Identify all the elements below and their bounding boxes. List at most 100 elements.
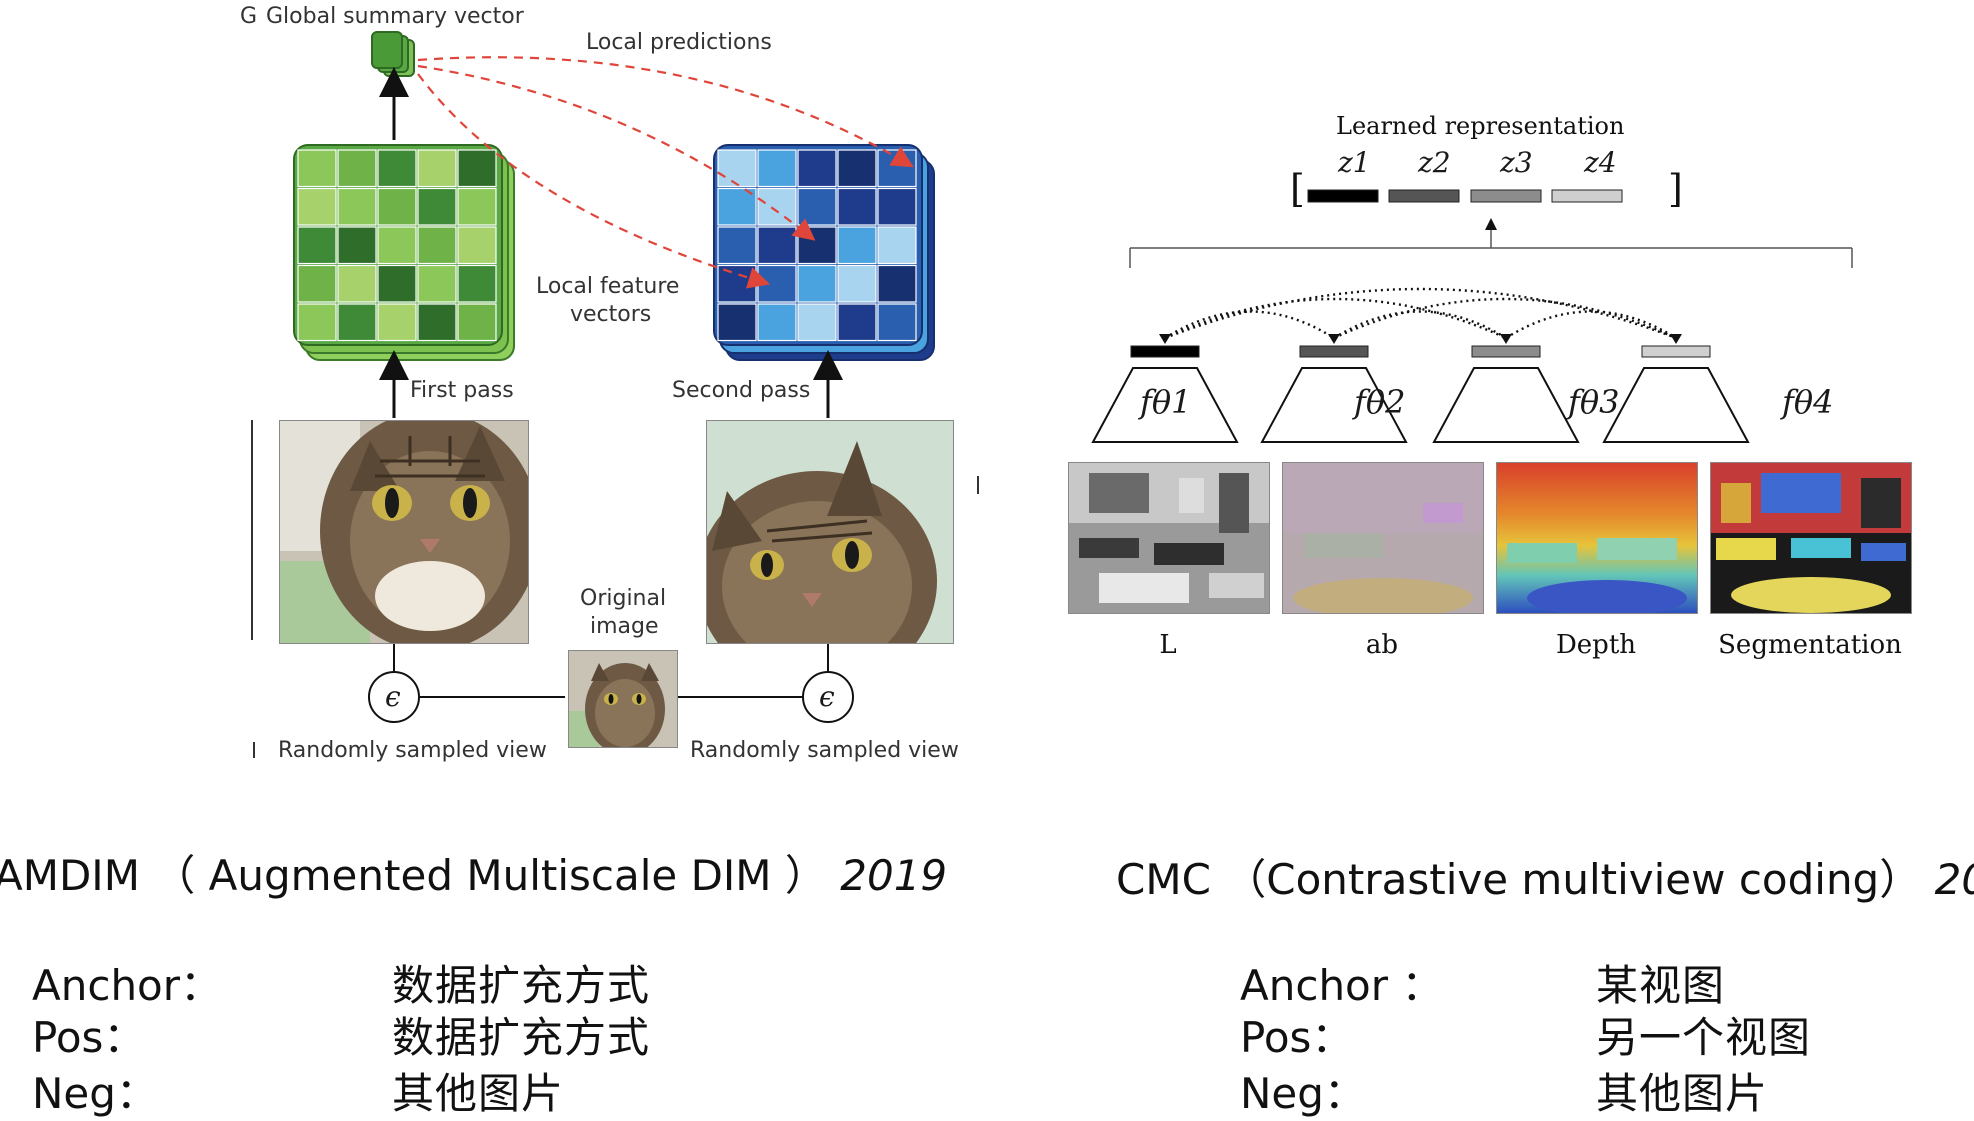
cat-view-left-image xyxy=(279,420,529,644)
green-grid-cell xyxy=(457,226,497,265)
cmc-pos-key: Pos： xyxy=(1240,1013,1354,1062)
amdim-anchor-value: 数据扩充方式 xyxy=(392,961,651,1010)
amdim-caption: AMDIM （ Augmented Multiscale DIM ） 2019 xyxy=(0,842,947,903)
second-pass-feature-grid xyxy=(713,144,935,361)
representation-bar-3 xyxy=(1470,189,1542,203)
blue-grid-cell xyxy=(757,264,797,303)
representation-bar-1 xyxy=(1307,189,1379,203)
blue-grid-cell xyxy=(837,264,877,303)
green-grid-cell xyxy=(297,264,337,303)
amdim-caption-year: 2019 xyxy=(840,851,948,900)
green-grid-cell xyxy=(457,149,497,188)
amdim-caption-title: AMDIM （ Augmented Multiscale DIM ） xyxy=(0,851,827,900)
blue-grid-cell xyxy=(797,264,837,303)
z1-label: z1 xyxy=(1338,146,1371,179)
blue-grid-cell xyxy=(717,264,757,303)
z2-label: z2 xyxy=(1418,146,1451,179)
modality-segmentation-image xyxy=(1710,462,1912,614)
svg-text:[: [ xyxy=(1290,167,1305,211)
blue-grid-cell xyxy=(797,226,837,265)
blue-grid-cell xyxy=(757,226,797,265)
blue-grid-cell xyxy=(757,149,797,188)
encoder-label-3: fθ3 xyxy=(1568,383,1620,421)
encoder-trapezoid-3 xyxy=(1432,367,1580,443)
green-grid-cell xyxy=(457,264,497,303)
view-left-label: Randomly sampled view xyxy=(278,738,547,763)
green-grid-cell xyxy=(377,149,417,188)
local-feature-label-1: Local feature xyxy=(536,274,680,299)
modality-label-L: L xyxy=(1159,630,1177,660)
blue-grid-cell xyxy=(757,303,797,342)
blue-grid-cell xyxy=(837,187,877,226)
contrastive-links xyxy=(1164,287,1677,340)
green-grid-cell xyxy=(337,187,377,226)
green-grid-cell xyxy=(417,149,457,188)
epsilon-left-node xyxy=(368,671,420,723)
encoder-label-2: fθ2 xyxy=(1354,383,1406,421)
cmc-caption-year: 2018 xyxy=(1934,855,1974,904)
global-summary-prefix: G xyxy=(240,4,258,29)
blue-grid-cell xyxy=(877,226,917,265)
cmc-diagram: [ ] xyxy=(1091,167,1853,443)
blue-grid-cell xyxy=(797,187,837,226)
modality-label-ab: ab xyxy=(1365,630,1399,660)
learned-representation-label: Learned representation xyxy=(1336,112,1625,140)
cmc-caption-title: CMC （Contrastive multiview coding） xyxy=(1116,855,1922,904)
blue-grid-cell xyxy=(717,226,757,265)
amdim-neg-value: 其他图片 xyxy=(392,1069,565,1118)
cmc-anchor-value: 某视图 xyxy=(1596,961,1726,1010)
encoder-output-bar-4 xyxy=(1641,345,1711,358)
representation-bar-4 xyxy=(1551,189,1623,203)
green-grid-cell xyxy=(337,226,377,265)
encoder-output-bar-2 xyxy=(1299,345,1369,358)
blue-grid-cell xyxy=(797,303,837,342)
amdim-pos-value: 数据扩充方式 xyxy=(392,1013,651,1062)
z3-label: z3 xyxy=(1500,146,1533,179)
cmc-neg-key: Neg： xyxy=(1240,1069,1366,1118)
encoder-label-1: fθ1 xyxy=(1140,383,1192,421)
encoder-output-bar-1 xyxy=(1130,345,1200,358)
encoder-trapezoid-2 xyxy=(1260,367,1408,443)
encoder-trapezoid-1 xyxy=(1091,367,1239,443)
blue-grid-cell xyxy=(877,303,917,342)
green-grid-cell xyxy=(457,187,497,226)
modality-ab-image xyxy=(1282,462,1484,614)
local-feature-label-2: vectors xyxy=(570,302,652,327)
svg-text:]: ] xyxy=(1668,167,1683,211)
blue-grid-cell xyxy=(717,187,757,226)
blue-grid-cell xyxy=(717,149,757,188)
green-grid-cell xyxy=(377,303,417,342)
green-grid-cell xyxy=(417,187,457,226)
encoder-output-bar-3 xyxy=(1471,345,1541,358)
blue-grid-cell xyxy=(877,264,917,303)
green-grid-cell xyxy=(457,303,497,342)
global-summary-vector-icon xyxy=(371,31,415,77)
green-grid-cell xyxy=(337,264,377,303)
green-grid-cell xyxy=(297,187,337,226)
modality-label-segmentation: Segmentation xyxy=(1718,630,1902,660)
green-grid-cell xyxy=(377,264,417,303)
modality-label-depth: Depth xyxy=(1555,630,1637,660)
encoder-label-4: fθ4 xyxy=(1782,383,1834,421)
cmc-pos-value: 另一个视图 xyxy=(1596,1013,1812,1062)
blue-grid-cell xyxy=(837,226,877,265)
original-image xyxy=(568,650,678,748)
green-grid-cell xyxy=(297,149,337,188)
green-grid-cell xyxy=(417,303,457,342)
green-grid-cell xyxy=(417,226,457,265)
first-pass-label: First pass xyxy=(410,378,514,403)
local-predictions-label: Local predictions xyxy=(586,30,772,55)
original-image-label-1: Original xyxy=(580,586,667,611)
view-right-label: Randomly sampled view xyxy=(690,738,959,763)
green-grid-cell xyxy=(297,226,337,265)
local-predictions-arrows xyxy=(417,56,914,289)
cmc-anchor-key: Anchor ： xyxy=(1240,961,1444,1010)
cmc-neg-value: 其他图片 xyxy=(1596,1069,1769,1118)
blue-grid-cell xyxy=(757,187,797,226)
modality-depth-image xyxy=(1496,462,1698,614)
amdim-diagram xyxy=(251,31,979,758)
encoder-trapezoid-4 xyxy=(1602,367,1750,443)
blue-grid-cell xyxy=(797,149,837,188)
green-grid-cell xyxy=(337,149,377,188)
second-pass-label: Second pass xyxy=(672,378,811,403)
